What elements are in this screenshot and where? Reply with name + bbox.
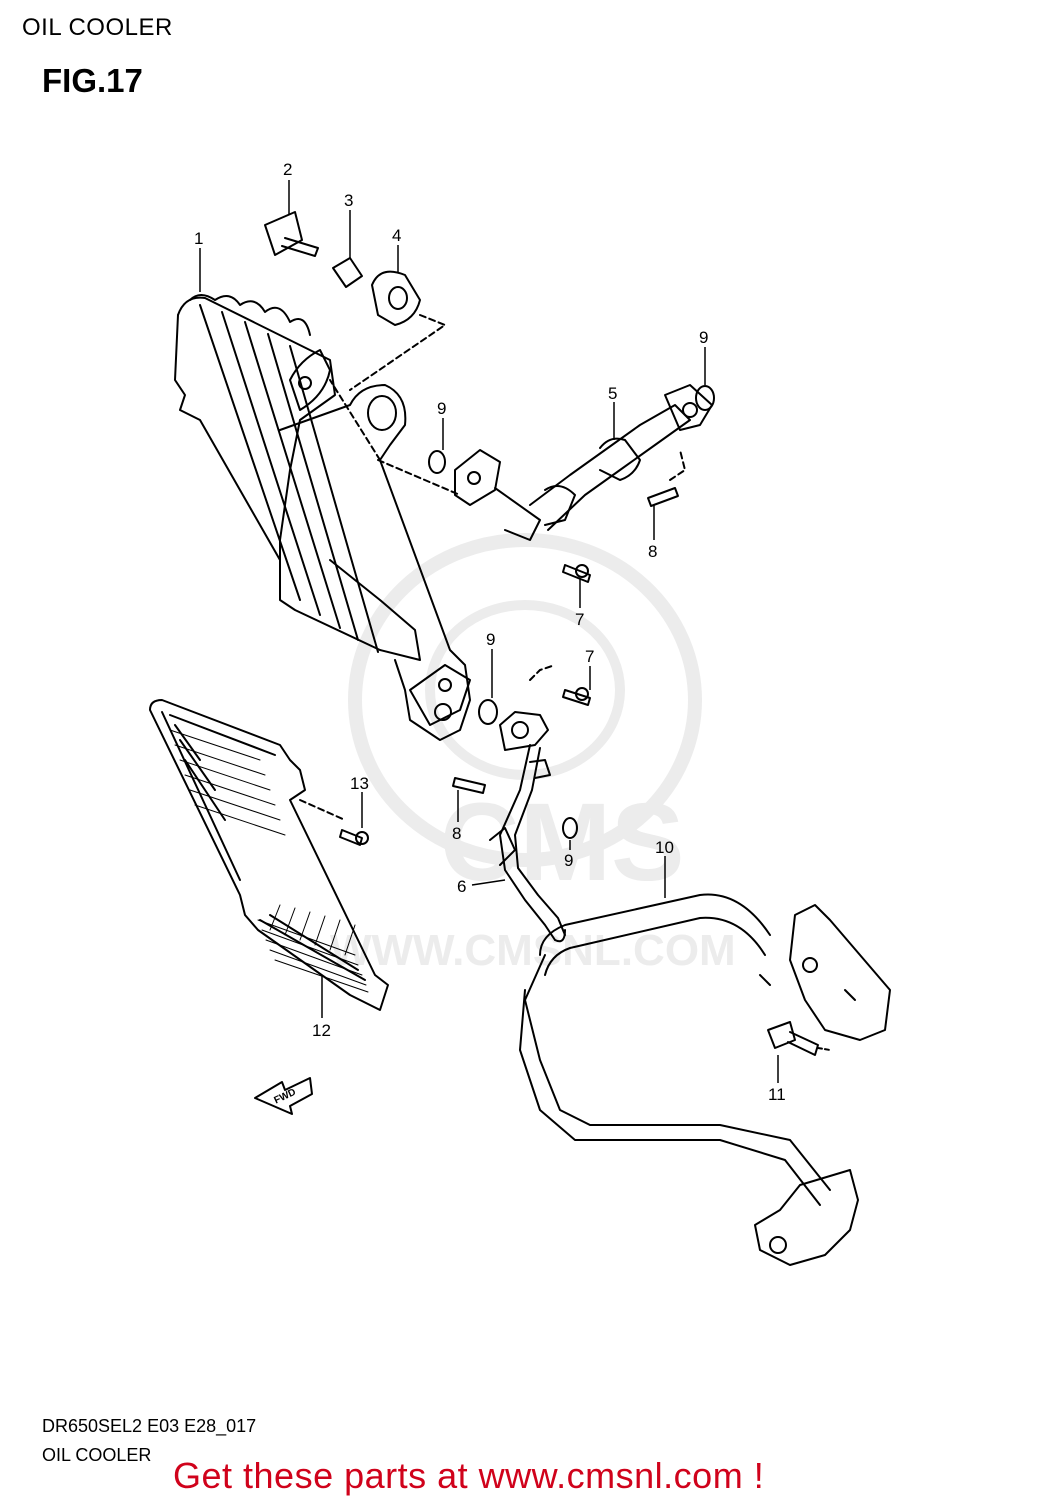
mount-bolt [264, 211, 319, 257]
callouts: 1 2 3 4 5 6 7 7 8 8 9 9 9 9 10 11 12 13 [194, 160, 786, 1104]
oil-hose-upper [377, 384, 713, 541]
callout-11: 11 [768, 1085, 786, 1104]
callout-7-upper: 7 [575, 610, 584, 629]
oil-pipe-lower [489, 664, 566, 943]
callout-10: 10 [655, 838, 674, 857]
callout-8-upper: 8 [648, 542, 657, 561]
page-title: OIL COOLER [22, 14, 173, 41]
diagram-code: DR650SEL2 E03 E28_017 [42, 1416, 257, 1436]
figure-number: FIG.17 [42, 62, 143, 99]
guard-bolt [339, 829, 369, 846]
callout-7-lower: 7 [585, 647, 594, 666]
callout-13: 13 [350, 774, 369, 793]
guard-bracket [519, 893, 891, 1266]
callout-12: 12 [312, 1021, 331, 1040]
callout-leaders [199, 180, 779, 1083]
callout-3: 3 [344, 191, 353, 210]
watermark-brand: CMS [440, 781, 684, 904]
callout-9-a: 9 [699, 328, 708, 347]
promo-link-text[interactable]: Get these parts at www.cmsnl.com ! [173, 1455, 765, 1496]
callout-9-d: 9 [564, 851, 573, 870]
callout-8-lower: 8 [452, 824, 461, 843]
watermark-url: WWW.CMSNL.COM [330, 926, 736, 975]
rubber-grommet [349, 270, 446, 391]
callout-1: 1 [194, 229, 203, 248]
callout-5: 5 [608, 384, 617, 403]
o-rings [428, 385, 715, 839]
forward-direction-arrow [254, 1077, 313, 1115]
collar [332, 257, 363, 288]
bracket-bolt [767, 1021, 831, 1056]
diagram-caption: OIL COOLER [42, 1445, 152, 1465]
callout-9-c: 9 [486, 630, 495, 649]
callout-9-b: 9 [437, 399, 446, 418]
oil-cooler-core [174, 294, 471, 741]
watermark: CMS WWW.CMSNL.COM [330, 533, 736, 975]
callout-4: 4 [392, 226, 401, 245]
cooler-guard [149, 699, 389, 1011]
callout-6: 6 [457, 877, 466, 896]
callout-2: 2 [283, 160, 292, 179]
flange-bolts [452, 449, 686, 794]
